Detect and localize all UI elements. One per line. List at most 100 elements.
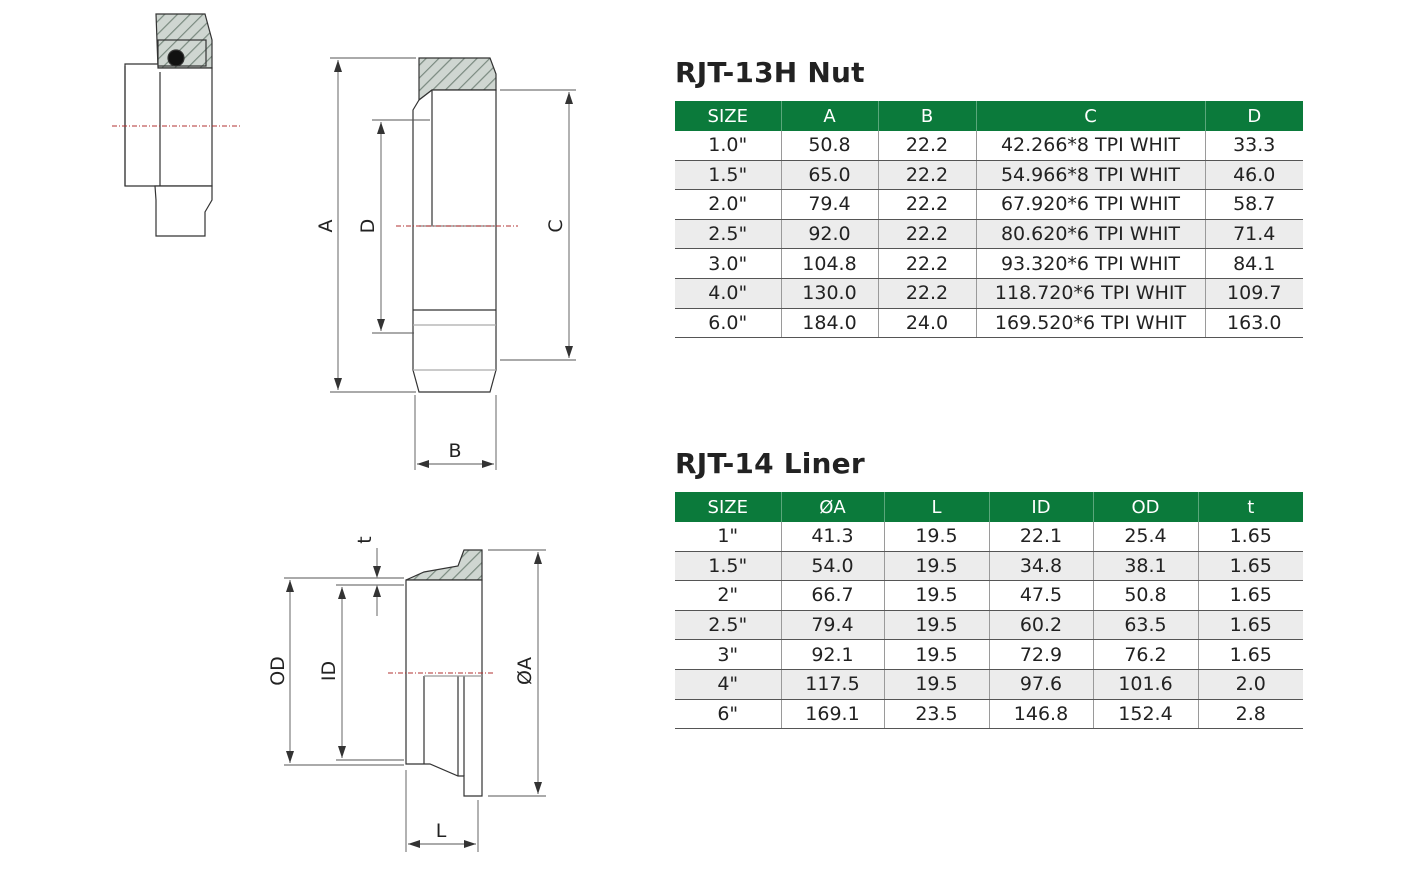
cell-id: 34.8 [988, 551, 1093, 582]
liner-dim-id-label: ID [318, 661, 340, 681]
cell-l: 19.5 [883, 551, 989, 582]
cell-d: 84.1 [1204, 248, 1303, 279]
cell-size: 2.0" [675, 189, 781, 220]
cell-diameter-a: 169.1 [780, 699, 884, 730]
cell-size: 1" [675, 522, 781, 552]
cell-b: 22.2 [877, 248, 976, 279]
cell-diameter-a: 92.1 [780, 639, 884, 670]
cell-t: 1.65 [1197, 522, 1303, 552]
cell-size: 1.0" [675, 131, 781, 161]
cell-od: 152.4 [1092, 699, 1198, 730]
cell-diameter-a: 117.5 [780, 669, 884, 700]
col-header-size: SIZE [675, 101, 781, 131]
cell-size: 2.5" [675, 219, 781, 250]
cell-a: 65.0 [780, 160, 878, 191]
cell-l: 23.5 [883, 699, 989, 730]
col-header-diameter-a: ØA [780, 492, 884, 522]
cell-id: 146.8 [988, 699, 1093, 730]
nut-dim-b-label: B [448, 440, 461, 462]
table-header-row: SIZE ØA L ID OD t [675, 492, 1303, 522]
cell-d: 109.7 [1204, 278, 1303, 309]
cell-diameter-a: 54.0 [780, 551, 884, 582]
cell-id: 60.2 [988, 610, 1093, 641]
liner-dim-od-label: OD [267, 656, 289, 686]
cell-size: 6.0" [675, 308, 781, 339]
cell-od: 25.4 [1092, 522, 1198, 552]
cell-t: 2.8 [1197, 699, 1303, 730]
cell-l: 19.5 [883, 610, 989, 641]
cell-size: 2" [675, 580, 781, 611]
cell-c: 67.920*6 TPI WHIT [975, 189, 1205, 220]
cell-od: 101.6 [1092, 669, 1198, 700]
cell-b: 22.2 [877, 219, 976, 250]
cell-a: 92.0 [780, 219, 878, 250]
cell-od: 63.5 [1092, 610, 1198, 641]
cell-l: 19.5 [883, 580, 989, 611]
cell-diameter-a: 41.3 [780, 522, 884, 552]
cell-t: 1.65 [1197, 639, 1303, 670]
cell-t: 2.0 [1197, 669, 1303, 700]
cell-c: 118.720*6 TPI WHIT [975, 278, 1205, 309]
col-header-size: SIZE [675, 492, 781, 522]
cell-b: 22.2 [877, 160, 976, 191]
liner-dim-t-label: t [354, 536, 376, 543]
cell-diameter-a: 66.7 [780, 580, 884, 611]
cell-a: 50.8 [780, 131, 878, 161]
cell-c: 54.966*8 TPI WHIT [975, 160, 1205, 191]
cell-c: 80.620*6 TPI WHIT [975, 219, 1205, 250]
liner-drawing [284, 548, 546, 852]
cell-a: 184.0 [780, 308, 878, 339]
col-header-l: L [883, 492, 989, 522]
col-header-id: ID [988, 492, 1093, 522]
cell-d: 163.0 [1204, 308, 1303, 339]
col-header-t: t [1197, 492, 1303, 522]
cell-size: 6" [675, 699, 781, 730]
cell-id: 22.1 [988, 522, 1093, 552]
col-header-b: B [877, 101, 976, 131]
cell-l: 19.5 [883, 639, 989, 670]
table-header-row: SIZE A B C D [675, 101, 1303, 131]
cell-size: 4" [675, 669, 781, 700]
cell-c: 169.520*6 TPI WHIT [975, 308, 1205, 339]
cell-size: 3" [675, 639, 781, 670]
cell-c: 42.266*8 TPI WHIT [975, 131, 1205, 161]
cell-b: 22.2 [877, 189, 976, 220]
nut-dim-a-label: A [315, 220, 337, 233]
cell-d: 71.4 [1204, 219, 1303, 250]
cell-od: 38.1 [1092, 551, 1198, 582]
cell-d: 46.0 [1204, 160, 1303, 191]
col-header-a: A [780, 101, 878, 131]
cell-d: 58.7 [1204, 189, 1303, 220]
cell-t: 1.65 [1197, 610, 1303, 641]
nut-dim-c-label: C [545, 219, 567, 232]
cell-b: 24.0 [877, 308, 976, 339]
technical-drawings: A D C B [112, 13, 576, 852]
cell-size: 4.0" [675, 278, 781, 309]
cell-od: 50.8 [1092, 580, 1198, 611]
cell-diameter-a: 79.4 [780, 610, 884, 641]
cell-id: 97.6 [988, 669, 1093, 700]
cell-a: 79.4 [780, 189, 878, 220]
cell-id: 72.9 [988, 639, 1093, 670]
cell-l: 19.5 [883, 522, 989, 552]
col-header-od: OD [1092, 492, 1198, 522]
cell-l: 19.5 [883, 669, 989, 700]
cell-a: 130.0 [780, 278, 878, 309]
cell-d: 33.3 [1204, 131, 1303, 161]
nut-title: RJT-13H Nut [675, 56, 865, 89]
liner-dim-l-label: L [436, 820, 447, 842]
